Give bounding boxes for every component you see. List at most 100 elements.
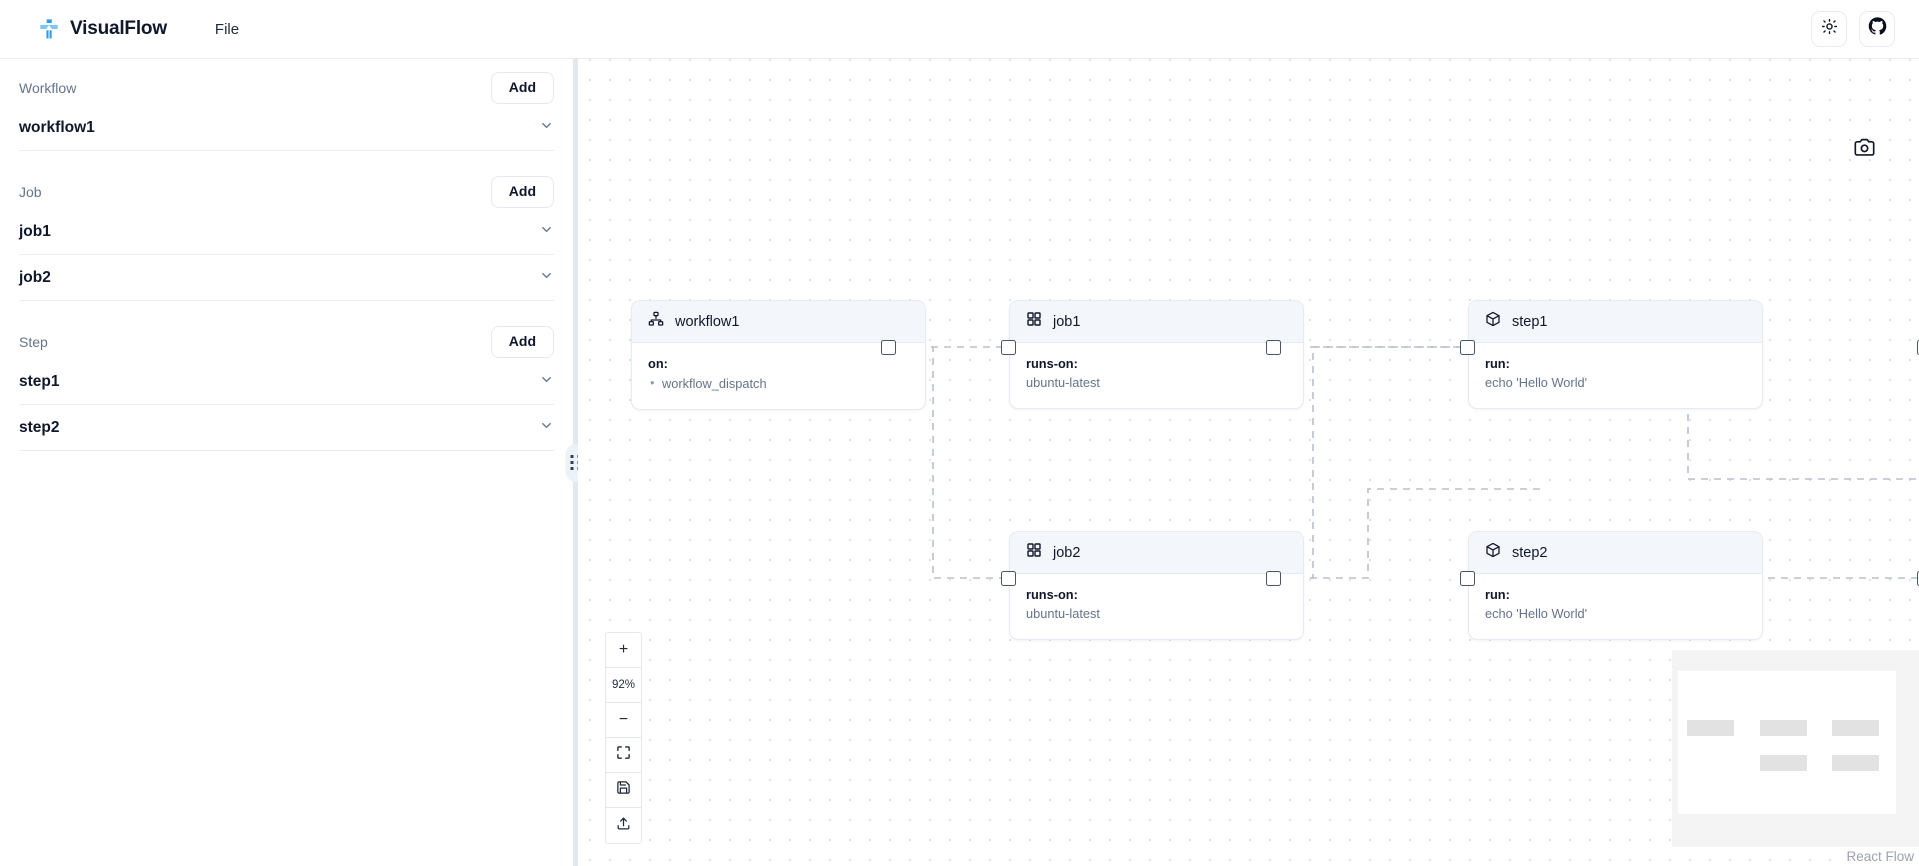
chevron-down-icon[interactable] xyxy=(539,418,554,438)
node-title: step2 xyxy=(1512,544,1548,561)
sidebar-item-label: step2 xyxy=(19,418,60,436)
flow-canvas[interactable]: workflow1 on: workflow_dispatch xyxy=(578,59,1919,866)
sidebar-section-step-label: Step xyxy=(19,334,48,350)
sidebar-section-workflow-header: Workflow Add xyxy=(19,59,554,105)
node-title: workflow1 xyxy=(675,313,740,330)
save-disk-icon xyxy=(616,780,631,800)
menu-file[interactable]: File xyxy=(214,20,240,38)
node-key: runs-on: xyxy=(1026,356,1078,371)
node-body: run: echo 'Hello World' xyxy=(1469,343,1762,408)
node-key: on: xyxy=(648,356,668,371)
sun-icon xyxy=(1821,18,1838,40)
sidebar-section-job-label: Job xyxy=(19,184,42,200)
main-body: Workflow Add workflow1 Job Add job1 xyxy=(0,59,1919,866)
handle-job2-target[interactable] xyxy=(1001,571,1016,586)
node-body: runs-on: ubuntu-latest xyxy=(1010,343,1303,408)
top-bar: VisualFlow File xyxy=(0,0,1919,59)
menu-bar: File xyxy=(205,15,249,44)
handle-job1-source[interactable] xyxy=(1266,340,1281,355)
sidebar-section-job-header: Job Add xyxy=(19,163,554,209)
sidebar-item-label: workflow1 xyxy=(19,118,95,136)
sidebar-item-job2[interactable]: job2 xyxy=(19,255,554,301)
hierarchy-icon xyxy=(648,311,664,332)
handle-step1-target[interactable] xyxy=(1460,340,1475,355)
sidebar-item-label: job1 xyxy=(19,222,51,240)
sidebar-item-job1[interactable]: job1 xyxy=(19,209,554,255)
minimap[interactable] xyxy=(1672,650,1919,847)
sidebar-item-workflow1[interactable]: workflow1 xyxy=(19,105,554,151)
handle-workflow1-source[interactable] xyxy=(881,340,896,355)
node-key: run: xyxy=(1485,356,1510,371)
github-link-button[interactable] xyxy=(1859,11,1895,47)
minimap-node-job1 xyxy=(1760,720,1807,736)
section-spacer xyxy=(19,151,554,163)
handle-step2-target[interactable] xyxy=(1460,571,1475,586)
node-step1[interactable]: step1 run: echo 'Hello World' xyxy=(1468,300,1763,410)
node-key: runs-on: xyxy=(1026,587,1078,602)
add-job-button[interactable]: Add xyxy=(490,176,554,208)
node-value: ubuntu-latest xyxy=(1026,374,1100,390)
minimap-viewport-mask xyxy=(1678,671,1896,814)
add-step-button[interactable]: Add xyxy=(490,326,554,358)
grid-blocks-icon xyxy=(1026,311,1042,332)
node-body: on: workflow_dispatch xyxy=(632,343,925,409)
minimap-node-step2 xyxy=(1832,755,1879,771)
zoom-level-label: 92% xyxy=(606,668,641,703)
zoom-out-button[interactable]: − xyxy=(606,703,641,738)
sidebar-item-label: step1 xyxy=(19,372,60,390)
export-upload-icon xyxy=(616,816,631,836)
zoom-controls: + 92% − xyxy=(605,632,642,844)
fit-view-icon xyxy=(616,745,631,765)
node-header: job2 xyxy=(1010,532,1303,574)
node-list-item: workflow_dispatch xyxy=(648,374,909,394)
node-title: step1 xyxy=(1512,313,1548,330)
node-value: ubuntu-latest xyxy=(1026,605,1100,621)
theme-toggle-button[interactable] xyxy=(1811,11,1847,47)
section-spacer xyxy=(19,301,554,313)
export-button[interactable] xyxy=(606,808,641,843)
sidebar-item-label: job2 xyxy=(19,268,51,286)
chevron-down-icon[interactable] xyxy=(539,118,554,138)
node-value: echo 'Hello World' xyxy=(1485,605,1588,621)
node-header: step1 xyxy=(1469,301,1762,343)
chevron-down-icon[interactable] xyxy=(539,372,554,392)
node-list: workflow_dispatch xyxy=(648,374,909,394)
node-step2[interactable]: step2 run: echo 'Hello World' xyxy=(1468,531,1763,641)
node-job2[interactable]: job2 runs-on: ubuntu-latest xyxy=(1009,531,1304,641)
handle-job2-source[interactable] xyxy=(1266,571,1281,586)
node-value: echo 'Hello World' xyxy=(1485,374,1588,390)
grid-blocks-icon xyxy=(1026,542,1042,563)
node-key: run: xyxy=(1485,587,1510,602)
cube-icon xyxy=(1485,542,1501,563)
screenshot-button[interactable] xyxy=(1851,137,1877,163)
camera-icon xyxy=(1853,137,1875,163)
node-header: job1 xyxy=(1010,301,1303,343)
cube-icon xyxy=(1485,311,1501,332)
node-header: workflow1 xyxy=(632,301,925,343)
node-job1[interactable]: job1 runs-on: ubuntu-latest xyxy=(1009,300,1304,410)
sidebar-section-step-header: Step Add xyxy=(19,313,554,359)
save-button[interactable] xyxy=(606,773,641,808)
chevron-down-icon[interactable] xyxy=(539,222,554,242)
node-workflow1[interactable]: workflow1 on: workflow_dispatch xyxy=(631,300,926,411)
react-flow-attribution[interactable]: React Flow xyxy=(1846,849,1914,864)
node-body: runs-on: ubuntu-latest xyxy=(1010,574,1303,639)
node-body: run: echo 'Hello World' xyxy=(1469,574,1762,639)
brand[interactable]: VisualFlow xyxy=(38,18,167,40)
sidebar-item-step2[interactable]: step2 xyxy=(19,405,554,451)
chevron-down-icon[interactable] xyxy=(539,268,554,288)
brand-name: VisualFlow xyxy=(70,18,167,39)
zoom-in-button[interactable]: + xyxy=(606,633,641,668)
minimap-node-workflow1 xyxy=(1687,720,1734,736)
node-title: job2 xyxy=(1053,544,1081,561)
node-header: step2 xyxy=(1469,532,1762,574)
handle-job1-target[interactable] xyxy=(1001,340,1016,355)
node-title: job1 xyxy=(1053,313,1081,330)
add-workflow-button[interactable]: Add xyxy=(490,72,554,104)
fit-view-button[interactable] xyxy=(606,738,641,773)
sidebar-section-workflow-label: Workflow xyxy=(19,80,77,96)
minimap-node-job2 xyxy=(1760,755,1807,771)
workflow-hierarchy-icon xyxy=(38,18,60,40)
sidebar-item-step1[interactable]: step1 xyxy=(19,359,554,405)
